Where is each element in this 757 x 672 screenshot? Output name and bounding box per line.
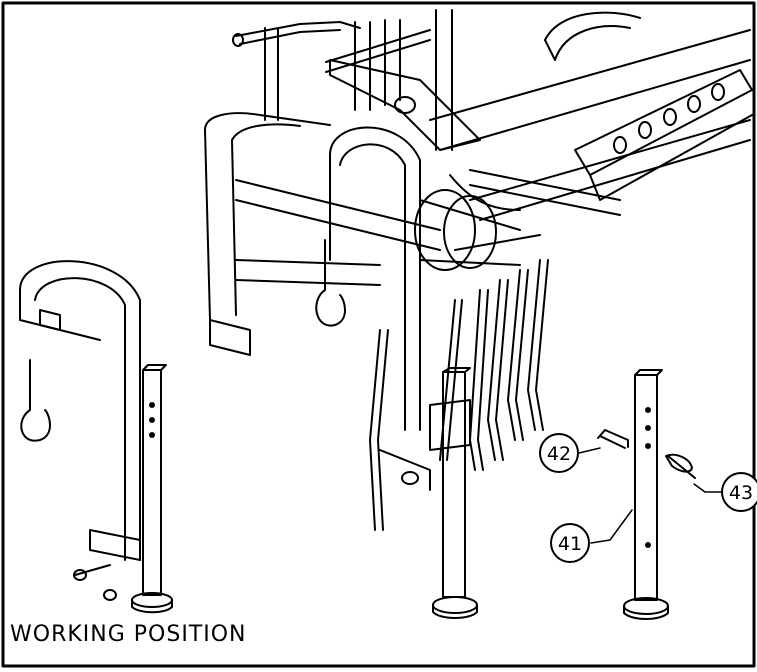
figure-caption: WORKING POSITION xyxy=(10,622,247,647)
perforated-bar xyxy=(574,69,753,201)
stand-leg-center xyxy=(379,367,478,619)
handle-bar xyxy=(232,21,361,47)
callout-41-label: 41 xyxy=(558,533,582,555)
callout-41-circle xyxy=(550,523,590,563)
arch-leg-main xyxy=(329,126,421,431)
callout-43: 43 xyxy=(721,472,757,512)
lynch-pin-part xyxy=(665,453,696,479)
leader-lines xyxy=(578,447,726,544)
arch-leg-left xyxy=(19,260,141,601)
locking-pin-part xyxy=(597,429,629,449)
callout-43-circle xyxy=(721,472,757,512)
callout-43-label: 43 xyxy=(729,482,753,504)
stand-leg-exploded xyxy=(623,369,669,620)
callout-42-label: 42 xyxy=(547,443,571,465)
callout-41: 41 xyxy=(550,523,590,563)
tines xyxy=(369,234,549,531)
callout-42-circle xyxy=(539,433,579,473)
diagonal-beam xyxy=(429,29,751,221)
hook-center xyxy=(315,239,346,327)
callout-42: 42 xyxy=(539,433,579,473)
hook-left xyxy=(20,359,51,442)
rotor-plate xyxy=(329,59,621,216)
wheel xyxy=(544,11,641,61)
central-hub xyxy=(414,189,521,271)
stand-leg-left xyxy=(131,364,173,614)
